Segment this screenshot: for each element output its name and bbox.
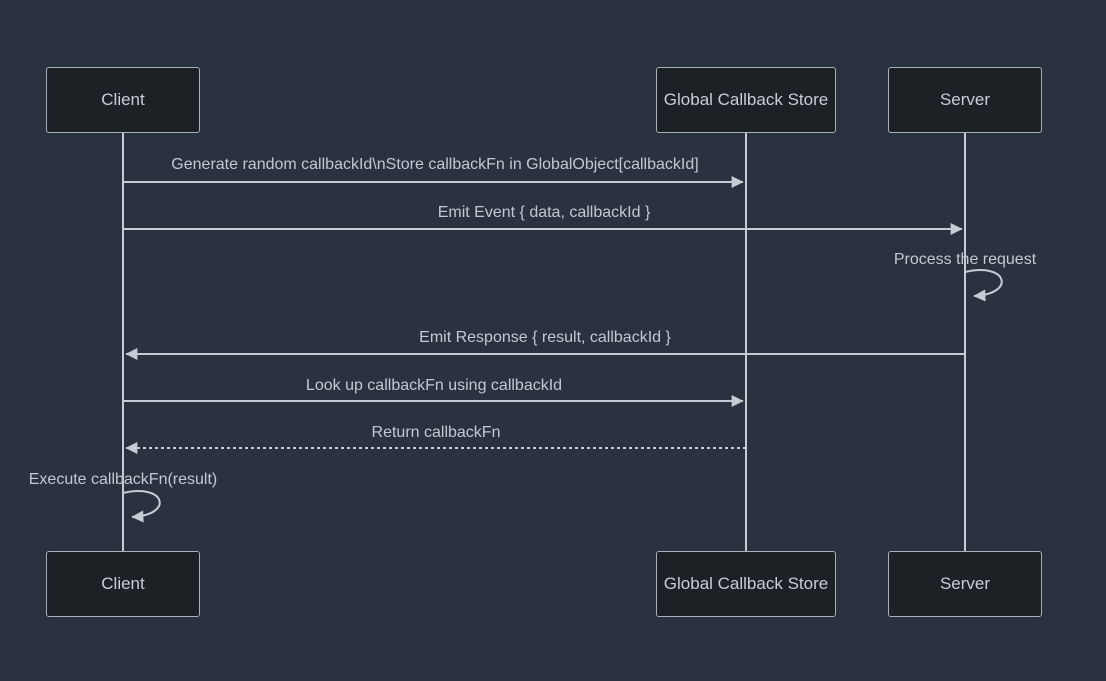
- actor-global-callback-store-top: Global Callback Store: [656, 67, 836, 133]
- actor-label: Client: [101, 574, 145, 593]
- loop-execute-callbackfn: [122, 490, 161, 523]
- actor-server-top: Server: [888, 67, 1042, 133]
- actor-global-callback-store-bottom: Global Callback Store: [656, 551, 836, 617]
- actor-client-bottom: Client: [46, 551, 200, 617]
- actor-server-bottom: Server: [888, 551, 1042, 617]
- message-execute-callbackfn: Execute callbackFn(result): [28, 471, 218, 488]
- message-return-callbackfn: Return callbackFn: [371, 424, 501, 441]
- actor-label: Global Callback Store: [663, 90, 829, 109]
- message-process-request: Process the request: [893, 251, 1037, 268]
- actor-label: Client: [101, 90, 145, 109]
- message-emit-response: Emit Response { result, callbackId }: [419, 329, 671, 346]
- actor-label: Global Callback Store: [663, 574, 829, 593]
- message-lookup-callbackfn: Look up callbackFn using callbackId: [305, 377, 563, 394]
- loop-process-request: [964, 269, 1003, 302]
- message-generate-callbackid: Generate random callbackId\nStore callba…: [171, 156, 699, 173]
- message-emit-event: Emit Event { data, callbackId }: [437, 204, 651, 221]
- actor-label: Server: [939, 574, 991, 593]
- actor-client-top: Client: [46, 67, 200, 133]
- actor-label: Server: [939, 90, 991, 109]
